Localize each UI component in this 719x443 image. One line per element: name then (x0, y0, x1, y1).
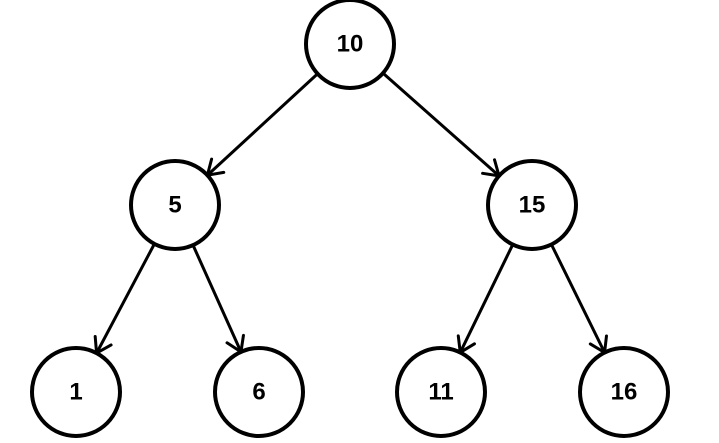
node-15: 15 (486, 159, 578, 251)
node-5-label: 5 (168, 192, 181, 219)
node-5: 5 (129, 159, 221, 251)
node-15-circle (486, 159, 578, 251)
node-16-circle (578, 346, 670, 438)
node-6: 6 (213, 346, 305, 438)
edge-10-to-15-line (381, 72, 501, 177)
node-10-circle (304, 0, 396, 90)
edge-10-to-5-line (206, 72, 319, 177)
node-16: 16 (578, 346, 670, 438)
node-10-label: 10 (337, 31, 364, 58)
node-6-label: 6 (252, 379, 265, 406)
node-5-circle (129, 159, 221, 251)
node-15-label: 15 (519, 192, 546, 219)
edge-15-to-16-line (550, 243, 606, 354)
node-11: 11 (395, 346, 487, 438)
edges-group (93, 72, 608, 355)
node-11-label: 11 (428, 379, 453, 406)
edge-5-to-6-line (191, 244, 243, 353)
edge-15-to-11-line (458, 243, 515, 354)
node-11-circle (395, 346, 487, 438)
node-1-circle (30, 346, 122, 438)
node-10: 10 (304, 0, 396, 90)
edge-5-to-1-line (95, 243, 156, 354)
node-1-label: 1 (69, 379, 82, 406)
node-16-label: 16 (611, 379, 638, 406)
node-6-circle (213, 346, 305, 438)
node-1: 1 (30, 346, 122, 438)
